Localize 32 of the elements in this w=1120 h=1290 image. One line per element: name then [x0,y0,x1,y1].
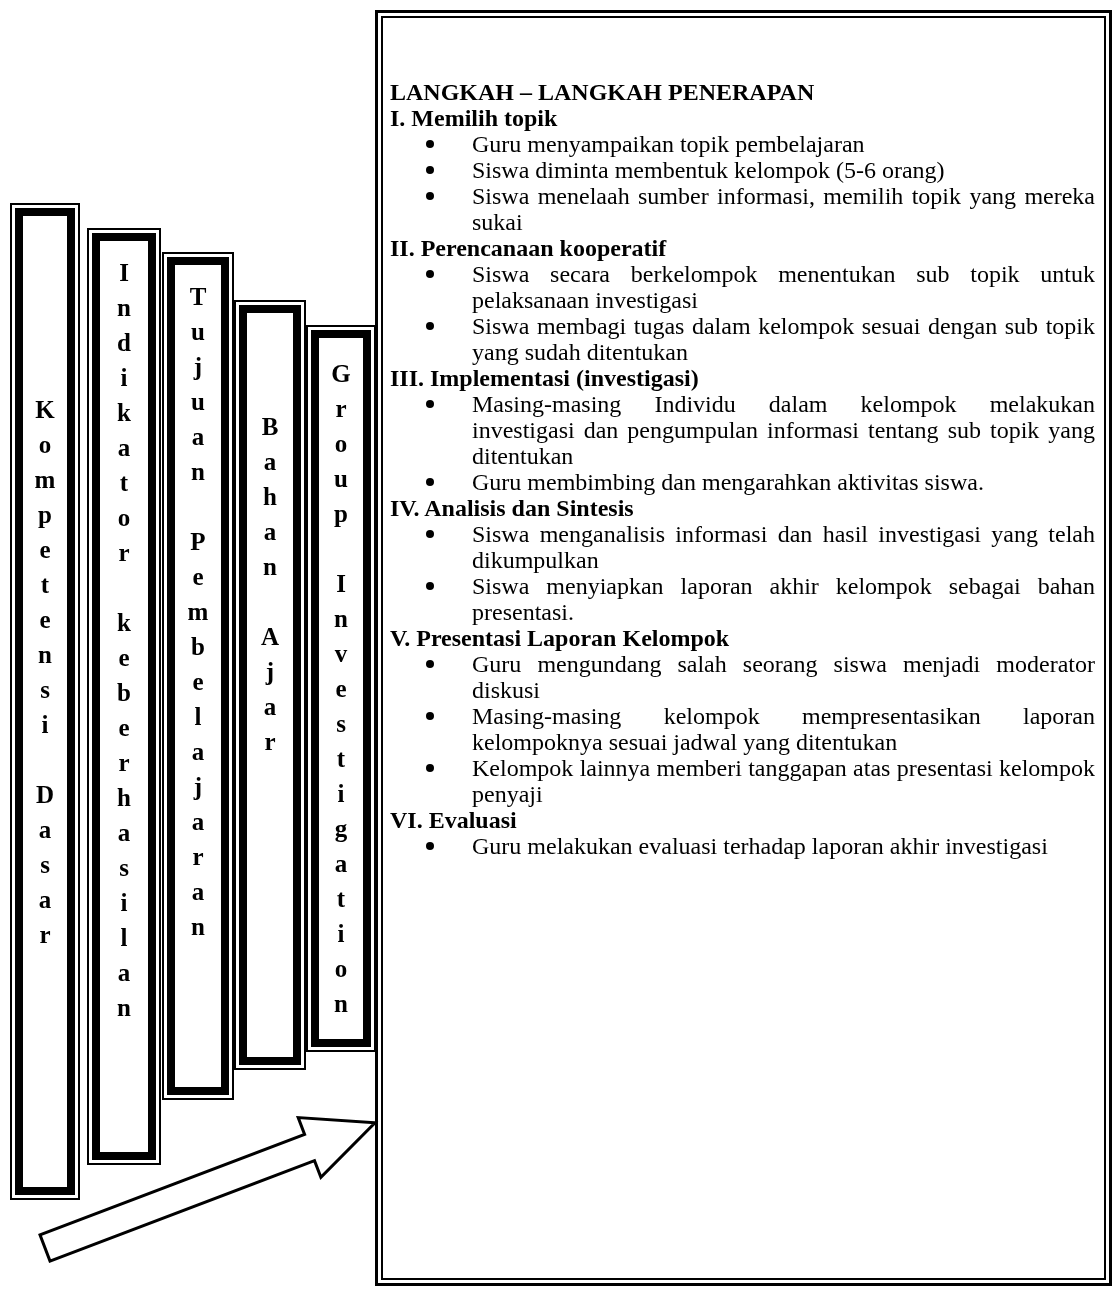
step-heading: IV. Analisis dan Sintesis [390,495,635,521]
step-heading: III. Implementasi (investigasi) [390,365,700,391]
steps-panel [375,10,1112,1286]
bullet-item: Guru mengundang salah seorang siswa menjadi moderator diskusi [472,651,1095,703]
step-heading: V. Presentasi Laporan Kelompok [390,625,731,651]
step-heading: I. Memilih topik [390,105,559,131]
column-box [162,252,234,1100]
column-box [10,203,80,1200]
column-box [87,228,161,1165]
column-box [306,325,376,1052]
bullet-item: Masing-masing Individu dalam kelompok melakukan investigasi dan pengumpulan informasi tentang sub topik yang ditentukan [472,391,1095,469]
bullet-item: Siswa secara berkelompok menentukan sub topik untuk pelaksanaan investigasi [472,261,1095,313]
bullet-item: Guru melakukan evaluasi terhadap laporan akhir investigasi [472,833,1048,859]
block-arrow [38,1115,379,1264]
step-heading: II. Perencanaan kooperatif [390,235,668,261]
bullet-item: Guru menyampaikan topik pembelajaran [472,131,865,157]
bullet-item: Siswa diminta membentuk kelompok (5-6 orang) [472,157,945,183]
vertical-label: Group Investigation [330,359,352,1019]
vertical-label: Kompetensi Dasar [33,395,57,950]
bullet-item: Guru membimbing dan mengarahkan aktivitas siswa. [472,469,984,495]
bullet-item: Kelompok lainnya memberi tanggapan atas presentasi kelompok penyaji [472,755,1095,807]
bullet-item: Siswa menyiapkan laporan akhir kelompok sebagai bahan presentasi. [472,573,1095,625]
bullet-item: Masing-masing kelompok mempresentasikan laporan kelompoknya sesuai jadwal yang ditentukan [472,703,1095,755]
bullet-item: Siswa menelaah sumber informasi, memilih topik yang mereka sukai [472,183,1095,235]
bullet-item: Siswa menganalisis informasi dan hasil investigasi yang telah dikumpulkan [472,521,1095,573]
panel-title: LANGKAH – LANGKAH PENERAPAN [390,79,816,105]
vertical-label: Indikator keberhasilan [116,258,132,1023]
column-box [234,300,306,1070]
vertical-label: Bahan Ajar [259,412,281,757]
step-heading: VI. Evaluasi [390,807,518,833]
vertical-label: Tujuan Pembelajaran [186,282,210,942]
bullet-item: Siswa membagi tugas dalam kelompok sesuai dengan sub topik yang sudah ditentukan [472,313,1095,365]
